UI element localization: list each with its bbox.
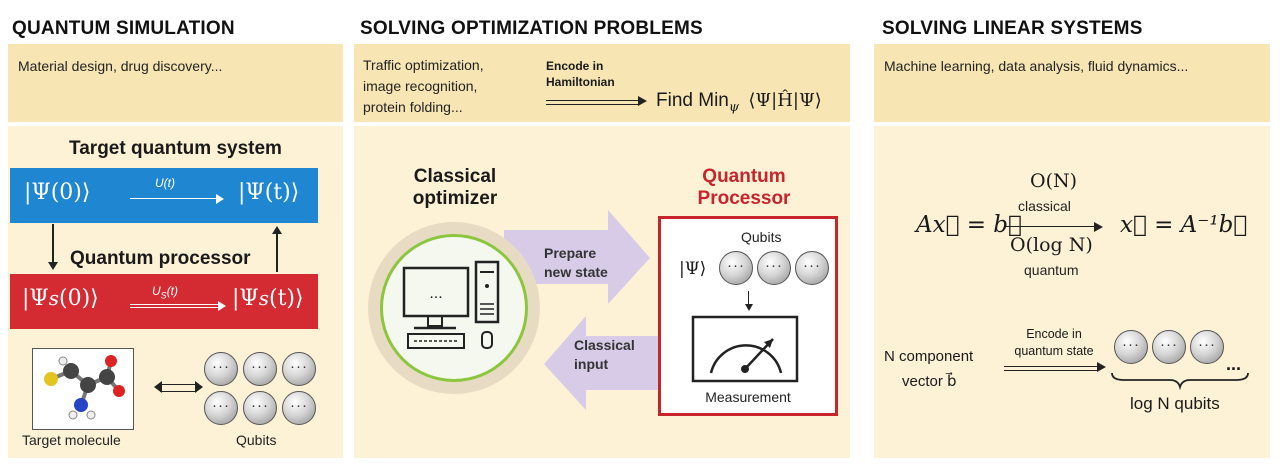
- qs-target-op: U(t): [155, 176, 175, 190]
- qs-processor-box: |Ψs(0)⟩ US(t) |Ψs(t)⟩: [10, 274, 318, 329]
- lin-equation-rhs: x⃗ = A⁻¹b⃗: [1120, 212, 1248, 238]
- meter-icon: [691, 315, 799, 383]
- opt-encode-label: Encode in Hamiltonian: [546, 59, 615, 89]
- qs-top-band: Material design, drug discovery...: [8, 44, 343, 122]
- qs-qubit-4: [204, 391, 238, 425]
- lin-quantum-complexity: O(log N): [1010, 234, 1093, 256]
- qs-panel: Target quantum system |Ψ(0)⟩ U(t) |Ψ(t)⟩…: [8, 126, 343, 458]
- opt-qubit-1: [719, 251, 753, 285]
- opt-prepare-arrow: [504, 210, 650, 304]
- qs-target-left: |Ψ(0)⟩: [24, 180, 91, 205]
- opt-qubit-2: [757, 251, 791, 285]
- opt-prepare-label: Prepare new state: [544, 245, 608, 280]
- qs-qubit-2: [243, 352, 277, 386]
- opt-classical-input-arrow: [544, 316, 690, 410]
- opt-encode-arrow-head: [638, 96, 647, 106]
- qs-band-text: Material design, drug discovery...: [18, 58, 223, 74]
- opt-find-min-text: Find Min: [656, 90, 729, 111]
- lin-solve-arrow-head: [1094, 221, 1103, 232]
- opt-quantum-title: Quantum Processor: [697, 166, 791, 209]
- lin-classical-label: classical: [1018, 198, 1071, 214]
- qs-processor-title: Quantum processor: [70, 248, 251, 269]
- lin-qubit-1: [1114, 330, 1148, 364]
- opt-measure-arrow-head: [744, 304, 753, 311]
- qs-down-arrow-head: [48, 262, 58, 270]
- qs-double-arrow: [160, 384, 196, 392]
- lin-panel: Ax⃗ = b⃗ O(N) classical O(log N) quantum…: [874, 126, 1270, 458]
- opt-panel: Classical optimizer Quantum Processor Pr…: [354, 126, 850, 458]
- qs-target-title: Target quantum system: [69, 138, 282, 159]
- opt-quantum-box: Qubits |Ψ⟩ Measurement: [658, 216, 838, 416]
- qs-qubits-label: Qubits: [236, 432, 277, 448]
- opt-find-min: Find Minψ ⟨Ψ|Ĥ|Ψ⟩: [656, 90, 822, 115]
- opt-band-line-3: protein folding...: [363, 99, 463, 115]
- lin-top-band: Machine learning, data analysis, fluid d…: [874, 44, 1270, 122]
- svg-text:...: ...: [429, 285, 442, 302]
- qs-qubit-1: [204, 352, 238, 386]
- opt-psi-ket: |Ψ⟩: [679, 259, 707, 279]
- lin-brace: [1111, 372, 1249, 390]
- qs-proc-arrow-head: [218, 301, 226, 311]
- opt-measurement-label: Measurement: [705, 389, 791, 405]
- qs-qubit-5: [243, 391, 277, 425]
- qs-down-arrow: [52, 224, 54, 264]
- qs-target-right: |Ψ(t)⟩: [238, 180, 300, 205]
- opt-classical-title: Classical optimizer: [412, 166, 498, 209]
- opt-qubit-3: [795, 251, 829, 285]
- qs-proc-left: |Ψs(0)⟩: [22, 286, 99, 311]
- opt-find-min-expr: ⟨Ψ|Ĥ|Ψ⟩: [748, 90, 822, 111]
- lin-heading: SOLVING LINEAR SYSTEMS: [882, 18, 1143, 39]
- lin-equation-lhs: Ax⃗ = b⃗: [916, 212, 1022, 238]
- opt-encode-arrow: [546, 100, 638, 105]
- qs-qubit-6: [282, 391, 316, 425]
- lin-band-text: Machine learning, data analysis, fluid d…: [884, 58, 1189, 74]
- opt-measure-arrow: [748, 291, 749, 305]
- opt-band-line-1: Traffic optimization,: [363, 57, 484, 73]
- qs-proc-arrow: [130, 304, 220, 308]
- qs-target-box: |Ψ(0)⟩ U(t) |Ψ(t)⟩: [10, 168, 318, 223]
- qs-target-arrow-head: [216, 193, 224, 204]
- qs-double-arrow-left: [154, 381, 162, 393]
- opt-heading: SOLVING OPTIMIZATION PROBLEMS: [360, 18, 703, 39]
- qs-heading: QUANTUM SIMULATION: [12, 18, 235, 39]
- qs-up-arrow-head: [272, 226, 282, 234]
- lin-qubit-3: [1190, 330, 1224, 364]
- computer-icon: ...: [402, 260, 500, 349]
- lin-quantum-label: quantum: [1024, 262, 1079, 278]
- lin-encode-arrow: [1004, 366, 1098, 371]
- opt-find-min-sub: ψ: [728, 99, 740, 115]
- qs-molecule-label: Target molecule: [22, 432, 121, 448]
- opt-qubits-label: Qubits: [741, 229, 782, 245]
- lin-qubit-2: [1152, 330, 1186, 364]
- qs-up-arrow: [276, 232, 278, 272]
- opt-top-band: Traffic optimization, image recognition,…: [354, 44, 850, 122]
- opt-classical-input-label: Classical input: [574, 337, 635, 372]
- lin-classical-complexity: O(N): [1030, 170, 1078, 192]
- qs-qubit-3: [282, 352, 316, 386]
- target-molecule-image: [32, 348, 134, 430]
- qs-proc-right: |Ψs(t)⟩: [232, 286, 304, 311]
- qs-double-arrow-right: [195, 381, 203, 393]
- qs-proc-op: US(t): [152, 284, 179, 301]
- lin-solve-arrow: [1004, 226, 1096, 227]
- lin-encode-arrow-head: [1097, 362, 1106, 372]
- lin-n-component: N component: [884, 348, 974, 365]
- lin-encode-label: Encode in quantum state: [1014, 327, 1094, 358]
- lin-ellipsis: ...: [1226, 354, 1242, 374]
- lin-log-qubits: log N qubits: [1130, 394, 1220, 413]
- qs-target-arrow: [130, 198, 220, 199]
- lin-vector-label: vector b⃗: [902, 373, 957, 390]
- opt-band-line-2: image recognition,: [363, 78, 478, 94]
